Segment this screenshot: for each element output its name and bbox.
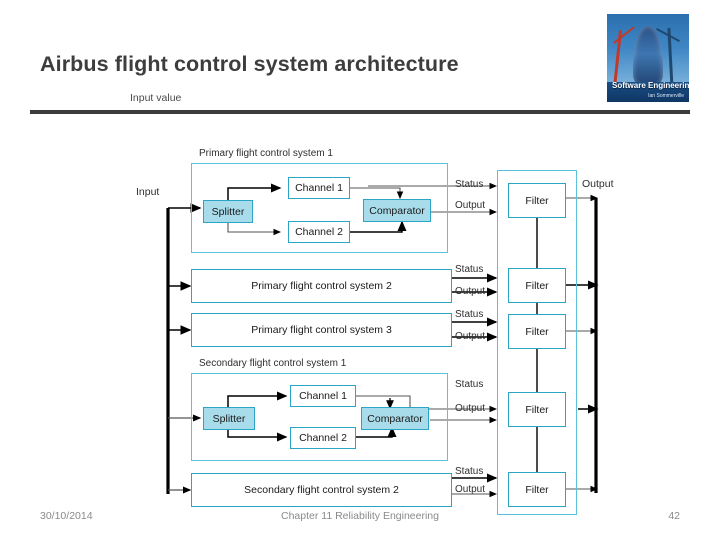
node-filter-1[interactable]: Filter bbox=[508, 183, 566, 218]
page-title: Airbus flight control system architectur… bbox=[40, 52, 459, 76]
node-comparator-secondary-1[interactable]: Comparator bbox=[361, 407, 429, 430]
p1-splitter-to-channel2 bbox=[227, 222, 282, 236]
footer-page-number: 42 bbox=[668, 510, 680, 522]
input-bus-label: Input bbox=[136, 186, 160, 198]
logo-ground bbox=[607, 82, 689, 102]
output-bus-label: Output bbox=[582, 178, 614, 190]
output-label-primary-3: Output bbox=[455, 331, 486, 342]
node-splitter-secondary-1[interactable]: Splitter bbox=[203, 407, 255, 430]
footer-chapter-title: Chapter 11 Reliability Engineering bbox=[281, 510, 439, 522]
filter-column-container bbox=[497, 170, 577, 515]
node-primary-flight-control-system-3[interactable]: Primary flight control system 3 bbox=[191, 313, 452, 347]
output-label-primary-2: Output bbox=[455, 286, 486, 297]
s1-channel2-to-comparator bbox=[355, 426, 397, 438]
status-label-primary-3: Status bbox=[455, 309, 484, 320]
s1-channel1-branch bbox=[356, 395, 411, 409]
header-divider bbox=[30, 110, 690, 114]
output-label-primary-1: Output bbox=[455, 200, 486, 211]
node-channel2-primary-1[interactable]: Channel 2 bbox=[288, 221, 350, 243]
node-comparator-primary-1[interactable]: Comparator bbox=[363, 199, 431, 222]
s1-splitter-to-channel1 bbox=[227, 391, 288, 412]
output-label-secondary-1: Output bbox=[455, 403, 486, 414]
node-splitter-primary-1[interactable]: Splitter bbox=[203, 200, 253, 223]
group-container-primary-1 bbox=[191, 163, 448, 253]
node-secondary-flight-control-system-2[interactable]: Secondary flight control system 2 bbox=[191, 473, 452, 507]
footer-date: 30/10/2014 bbox=[40, 510, 93, 522]
status-label-secondary-2: Status bbox=[455, 466, 484, 477]
group-label-secondary-1: Secondary flight control system 1 bbox=[199, 358, 347, 369]
group-label-primary-1: Primary flight control system 1 bbox=[199, 148, 333, 159]
p1-channel1-to-comparator bbox=[348, 187, 404, 200]
input-value-label: Input value bbox=[130, 92, 182, 104]
node-primary-flight-control-system-2[interactable]: Primary flight control system 2 bbox=[191, 269, 452, 303]
node-channel2-secondary-1[interactable]: Channel 2 bbox=[290, 427, 356, 449]
node-filter-5[interactable]: Filter bbox=[508, 472, 566, 507]
node-channel1-secondary-1[interactable]: Channel 1 bbox=[290, 385, 356, 407]
node-channel1-primary-1[interactable]: Channel 1 bbox=[288, 177, 350, 199]
software-engineering-book-cover-image: Software Engineering Ian Sommerville bbox=[607, 14, 689, 102]
status-label-primary-2: Status bbox=[455, 264, 484, 275]
node-filter-3[interactable]: Filter bbox=[508, 314, 566, 349]
status-label-primary-1: Status bbox=[455, 179, 484, 190]
s1-splitter-to-channel2 bbox=[227, 428, 288, 442]
node-filter-4[interactable]: Filter bbox=[508, 392, 566, 427]
status-label-secondary-1: Status bbox=[455, 379, 484, 390]
output-label-secondary-2: Output bbox=[455, 484, 486, 495]
gherkin-building-icon bbox=[633, 26, 663, 88]
node-filter-2[interactable]: Filter bbox=[508, 268, 566, 303]
logo-title: Software Engineering bbox=[612, 81, 689, 90]
group-container-secondary-1 bbox=[191, 373, 448, 461]
p1-channel2-to-comparator bbox=[348, 220, 407, 233]
logo-author: Ian Sommerville bbox=[648, 93, 684, 99]
